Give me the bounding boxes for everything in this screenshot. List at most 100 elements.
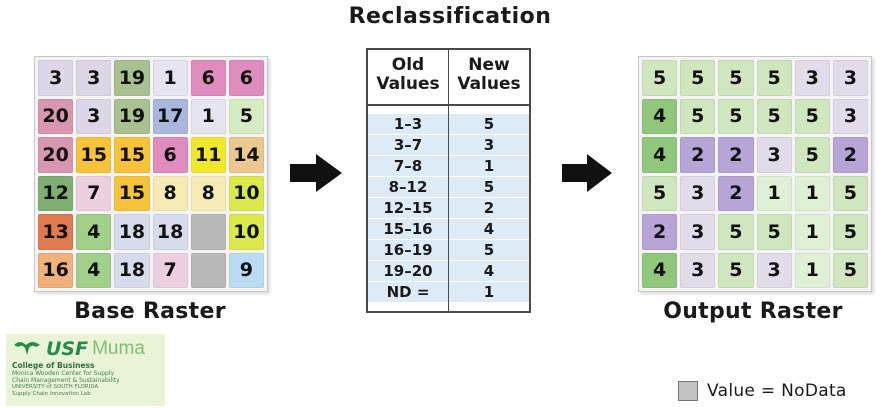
old-value-cell: 12–15 [367, 197, 449, 219]
table-spacer [448, 302, 530, 312]
old-value-cell: 1–3 [367, 114, 449, 135]
raster-cell: 6 [152, 137, 188, 173]
right-arrow-icon [562, 154, 612, 192]
raster-cell: 10 [228, 214, 264, 250]
raster-cell: 5 [756, 98, 792, 134]
raster-cell: 10 [228, 175, 264, 211]
raster-cell: 3 [680, 175, 716, 211]
logo-university-text: UNIVERSITY of SOUTH FLORIDA [12, 384, 99, 390]
raster-cell: 2 [832, 137, 868, 173]
old-value-cell: 8–12 [367, 176, 449, 198]
raster-cell: 4 [642, 137, 678, 173]
old-value-cell: 15–16 [367, 218, 449, 240]
old-value-cell: 16–19 [367, 239, 449, 261]
new-value-cell: 4 [448, 260, 530, 282]
raster-cell: 6 [190, 60, 226, 96]
raster-cell: 4 [76, 252, 112, 288]
new-value-cell: 2 [448, 197, 530, 219]
output-raster-caption: Output Raster [663, 299, 843, 324]
nodata-legend: Value = NoData [678, 381, 847, 401]
raster-cell: 14 [228, 137, 264, 173]
raster-cell: 2 [718, 137, 754, 173]
logo-center-text-2: Chain Management & Sustainability [12, 377, 120, 384]
new-value-cell: 3 [448, 134, 530, 156]
new-values-header: New Values [448, 49, 530, 106]
raster-cell: 11 [190, 137, 226, 173]
raster-cell: 3 [76, 98, 112, 134]
new-value-cell: 5 [448, 114, 530, 135]
new-value-cell: 5 [448, 176, 530, 198]
raster-cell: 3 [832, 98, 868, 134]
raster-cell: 1 [794, 252, 830, 288]
raster-cell: 5 [756, 214, 792, 250]
raster-cell: 5 [718, 60, 754, 96]
raster-cell: 16 [38, 252, 74, 288]
old-value-cell: ND = [367, 281, 449, 303]
raster-cell: 8 [152, 175, 188, 211]
table-spacer [448, 104, 530, 114]
raster-cell: 5 [832, 252, 868, 288]
raster-cell: 15 [114, 137, 150, 173]
raster-cell: 5 [794, 98, 830, 134]
nodata-swatch [678, 381, 698, 401]
raster-cell: 2 [642, 214, 678, 250]
raster-cell: 8 [190, 175, 226, 211]
new-value-cell: 1 [448, 281, 530, 303]
raster-cell: 13 [38, 214, 74, 250]
logo-lab-text: Supply Chain Innovation Lab [12, 391, 91, 397]
new-value-cell: 4 [448, 218, 530, 240]
usf-muma-logo: USF Muma College of Business Monica Wood… [6, 334, 165, 406]
raster-cell: 3 [756, 252, 792, 288]
raster-cell: 4 [642, 252, 678, 288]
raster-cell: 15 [114, 175, 150, 211]
raster-cell: 5 [680, 60, 716, 96]
old-value-cell: 19–20 [367, 260, 449, 282]
raster-cell: 5 [642, 175, 678, 211]
raster-cell: 17 [152, 98, 188, 134]
raster-cell: 7 [152, 252, 188, 288]
old-values-header: Old Values [367, 49, 449, 106]
raster-cell: 12 [38, 175, 74, 211]
raster-cell: 5 [718, 98, 754, 134]
raster-cell: 20 [38, 137, 74, 173]
raster-cell: 4 [76, 214, 112, 250]
table-row: ND =1 [367, 281, 530, 303]
old-value-cell: 3–7 [367, 134, 449, 156]
raster-cell: 1 [794, 214, 830, 250]
raster-cell: 3 [756, 137, 792, 173]
raster-cell: 18 [152, 214, 188, 250]
raster-cell: 5 [718, 214, 754, 250]
raster-cell: 1 [794, 175, 830, 211]
nodata-cell [190, 252, 226, 288]
raster-cell: 3 [680, 252, 716, 288]
raster-cell: 19 [114, 60, 150, 96]
nodata-cell [190, 214, 226, 250]
table-spacer [367, 104, 449, 114]
raster-cell: 1 [152, 60, 188, 96]
raster-cell: 3 [794, 60, 830, 96]
raster-cell: 3 [832, 60, 868, 96]
logo-usf-text: USF [46, 338, 89, 360]
logo-center-text: Monica Wooden Center for Supply [12, 370, 115, 377]
raster-cell: 6 [228, 60, 264, 96]
new-value-cell: 1 [448, 155, 530, 177]
raster-cell: 18 [114, 214, 150, 250]
diagram-title: Reclassification [348, 4, 552, 29]
raster-cell: 4 [642, 98, 678, 134]
right-arrow-icon [290, 154, 342, 192]
bull-logo-icon [14, 342, 40, 355]
raster-cell: 5 [642, 60, 678, 96]
raster-cell: 9 [228, 252, 264, 288]
raster-cell: 19 [114, 98, 150, 134]
raster-cell: 2 [680, 137, 716, 173]
table-spacer [367, 302, 449, 312]
raster-cell: 7 [76, 175, 112, 211]
raster-cell: 3 [38, 60, 74, 96]
raster-cell: 5 [718, 252, 754, 288]
